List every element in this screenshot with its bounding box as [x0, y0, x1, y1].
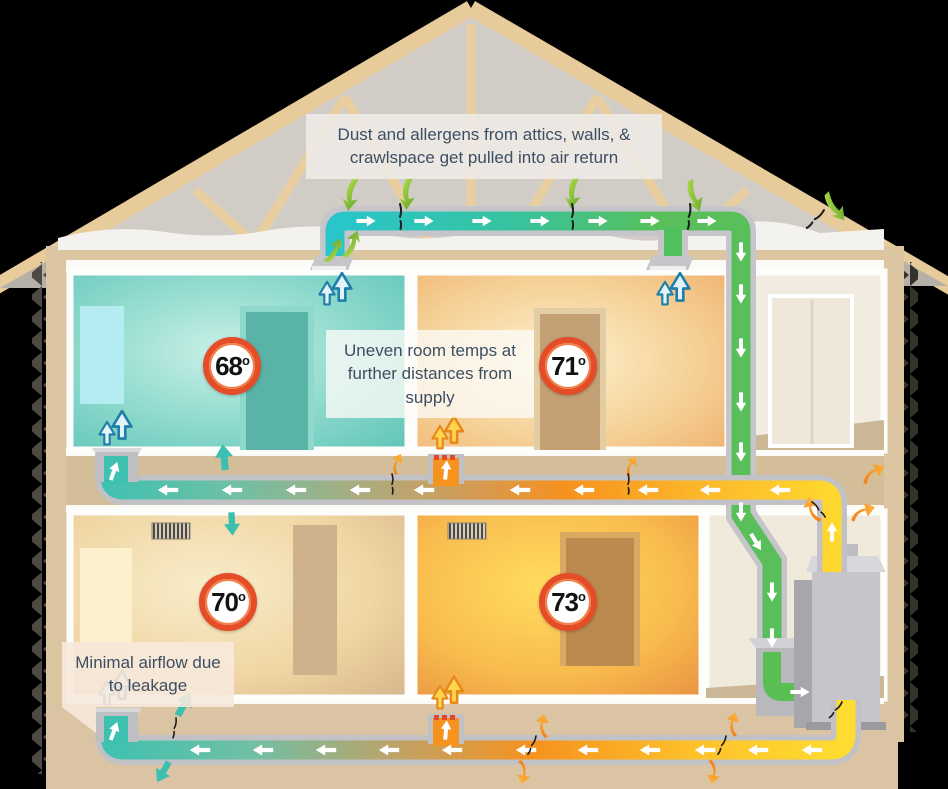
supply-duct-bottom — [92, 700, 861, 765]
supply-duct-mid — [92, 448, 847, 572]
temp-value: 70 — [211, 586, 239, 617]
wall-grille — [151, 522, 191, 540]
left-siding-shadow — [32, 262, 46, 774]
right-siding-shadow — [904, 262, 918, 732]
temp-value: 68 — [215, 350, 243, 381]
degree-symbol: o — [577, 588, 586, 604]
callout-uneven-temps: Uneven room temps at further distances f… — [326, 330, 534, 419]
degree-symbol: o — [577, 352, 586, 368]
window — [80, 548, 132, 642]
room-upstairs-far-right — [748, 268, 888, 454]
window — [80, 306, 124, 404]
return-duct — [310, 206, 787, 690]
degree-symbol: o — [241, 352, 250, 368]
temp-value: 71 — [551, 350, 579, 381]
wall-grille — [447, 522, 487, 540]
door — [293, 525, 337, 675]
callout-minimal-airflow: Minimal airflow due to leakage — [62, 642, 234, 733]
temp-value: 73 — [551, 586, 579, 617]
degree-symbol: o — [237, 588, 246, 604]
callout-dust-allergens: Dust and allergens from attics, walls, &… — [306, 114, 662, 179]
